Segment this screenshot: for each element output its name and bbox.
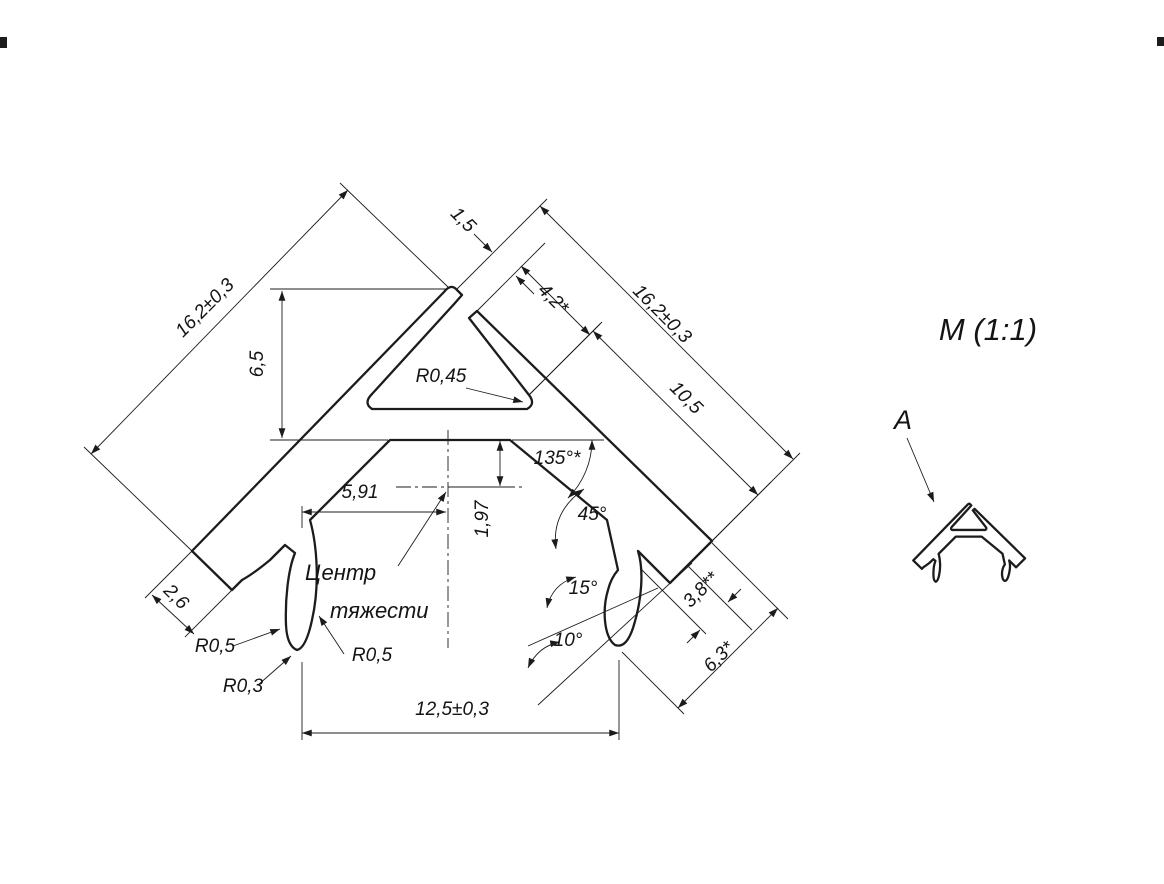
profile-main-section [190, 285, 714, 652]
dim-foot63-label: 6,3* [700, 637, 739, 676]
cg-label-line1: Центр [305, 560, 376, 585]
dim-cg-y-label: 1,97 [472, 499, 493, 537]
arc-angle-15 [545, 576, 577, 609]
ext-line [476, 242, 546, 312]
cg-label-line2: тяжести [330, 598, 429, 623]
dim-hook-span-label: 12,5±0,3 [415, 699, 489, 720]
ext-line [83, 446, 193, 552]
extension-lines [83, 182, 801, 740]
radius-hook-mid-label: R0,5 [352, 645, 393, 666]
dimension-lines [90, 189, 794, 737]
angle-construction-line [537, 562, 693, 706]
dim-right-partial-label: 10,5 [665, 378, 706, 419]
dim-cg-x-label: 5,91 [342, 482, 379, 503]
radius-channel-label: R0,45 [416, 366, 467, 387]
dim-height-label: 6,5 [247, 350, 268, 377]
leader-radius-hook-inner [257, 655, 292, 686]
radius-hook-inner-label: R0,3 [223, 676, 264, 697]
angle-inner-label: 135°* [534, 448, 581, 469]
dimension-labels: 16,2±0,3 1,5 4,2* 16,2±0,3 10,5 6,5 R0,4… [158, 203, 738, 720]
leader-lines [232, 387, 524, 686]
arc-angle-45 [551, 488, 585, 550]
angle-10-label: 10° [554, 630, 583, 651]
dim-left-length-label: 16,2±0,3 [172, 274, 239, 341]
dim-right-length-label: 16,2±0,3 [628, 281, 695, 348]
leader-cg [397, 491, 447, 567]
leader-radius-hook-outer [232, 628, 281, 647]
detail-view: М (1:1) А [892, 312, 1037, 582]
detail-view-arrow [906, 437, 935, 503]
ext-line [456, 198, 548, 290]
detail-view-letter: А [892, 405, 912, 435]
ext-line [711, 481, 772, 542]
profile-outline [190, 285, 714, 652]
ext-line [621, 651, 685, 715]
dim-line-right-partial [592, 330, 759, 496]
dim-line-left-length [90, 189, 349, 455]
sheet-edge-mark-left [0, 37, 7, 48]
dim-line-foot38-arrow [686, 629, 701, 644]
radius-hook-outer-label: R0,5 [195, 636, 236, 657]
dim-slot-label: 1,5 [446, 203, 480, 237]
ext-line [528, 321, 603, 396]
sheet-edge-mark-right [1157, 37, 1164, 46]
detail-profile-outline [913, 503, 1026, 582]
detail-scale-label: М (1:1) [939, 312, 1037, 347]
leader-radius-channel [465, 387, 524, 403]
ext-line [339, 182, 449, 288]
leader-radius-hook-mid [318, 615, 345, 655]
angle-construction-line [527, 587, 659, 647]
dim-foot38-label: 3,8** [679, 568, 723, 612]
dim-end-thickness-label: 2,6 [158, 580, 193, 615]
ext-line [144, 550, 193, 599]
angle-45-label: 45° [578, 504, 607, 525]
dim-line-slot-arrow [515, 275, 535, 295]
dim-line-foot38-arrow [727, 588, 742, 603]
angle-arcs [527, 439, 596, 669]
dim-channel-label: 4,2* [534, 280, 573, 319]
dim-line-channel [520, 265, 591, 336]
angle-15-label: 15° [569, 578, 598, 599]
dim-line-slot-arrow [473, 233, 493, 253]
ext-line [711, 542, 789, 620]
arc-angle-10 [527, 640, 561, 669]
dim-line-end-thickness [151, 594, 195, 635]
dim-line-foot63 [677, 607, 779, 709]
